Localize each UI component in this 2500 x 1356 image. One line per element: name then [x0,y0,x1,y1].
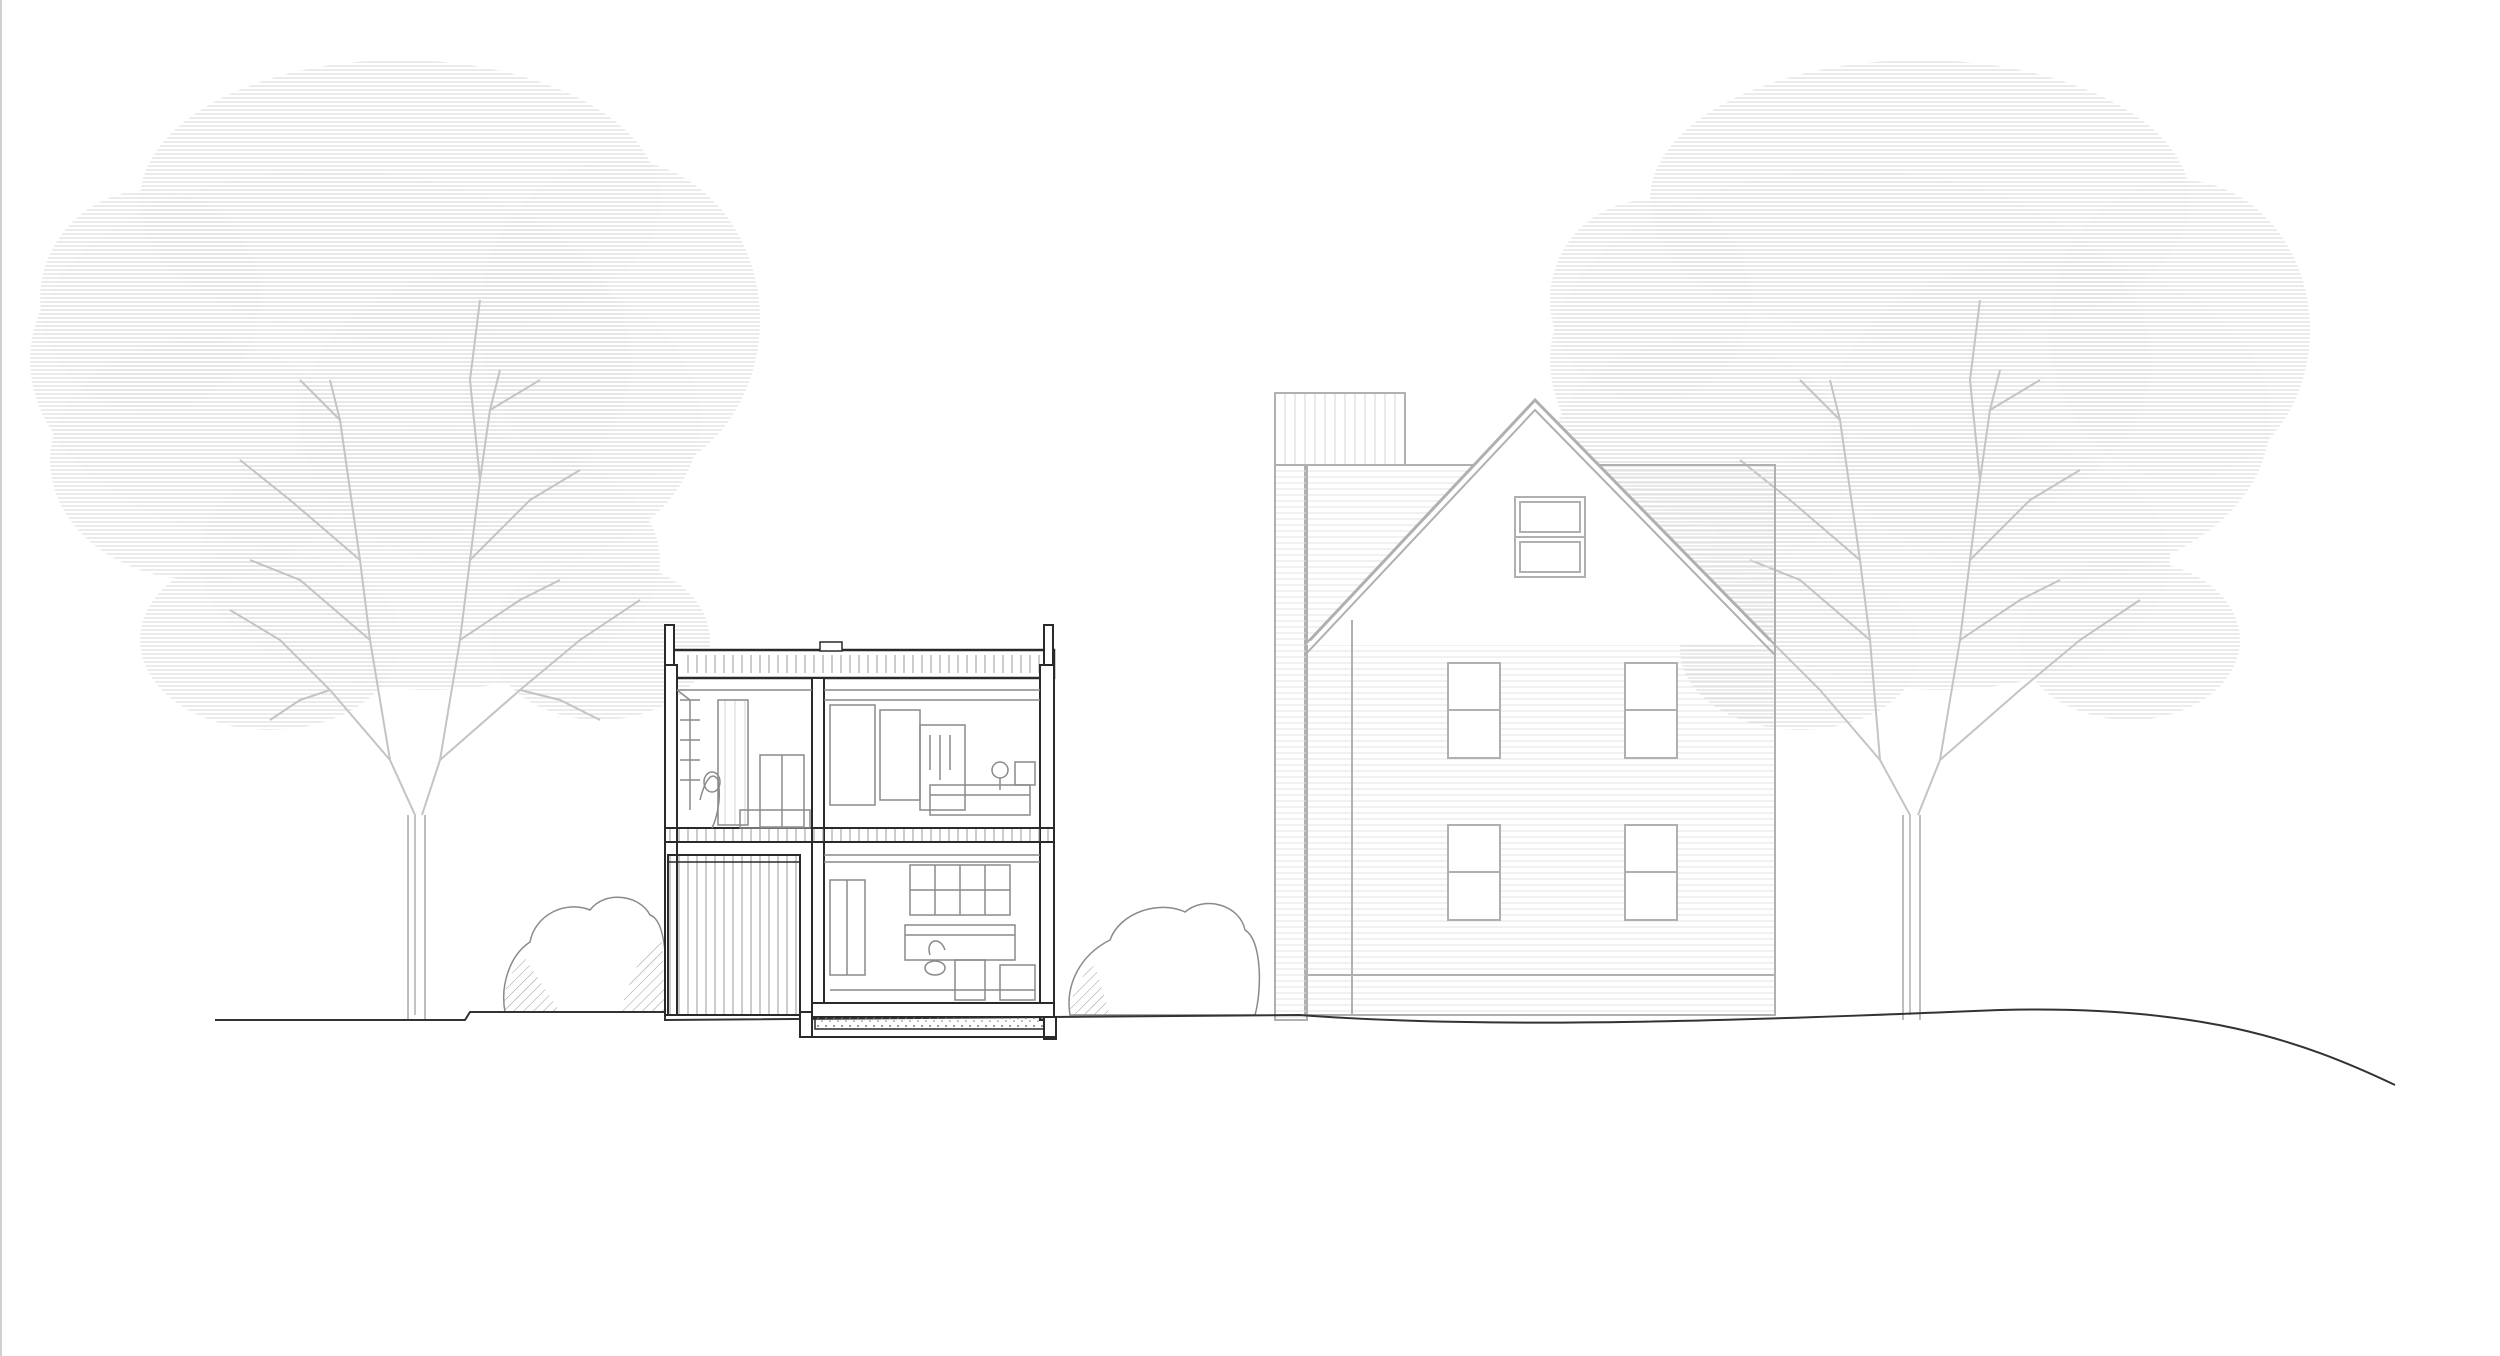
left-parapet [664,624,675,666]
neighbor-house [1274,392,1776,1021]
right-tree-trunk [1902,815,1921,1020]
upper-right-room [824,689,1040,816]
right-tree-branches [1719,299,2141,1015]
sectioned-house [664,624,1057,1040]
left-tree-branches [229,299,641,1015]
left-tree-canopy [30,60,760,730]
neighbor-house-roof-block [1274,392,1406,466]
neighbor-house-rear-wing [1274,464,1308,1021]
roof-vent [819,641,843,652]
left-shrub [503,896,667,1013]
right-shrub [1068,902,1261,1016]
center-wall [811,677,825,1019]
right-parapet [1043,624,1054,666]
upper-floor-slab [664,827,1055,843]
gravel-bed [814,1016,1046,1030]
plant-pot [924,960,946,976]
kitchen-counter [904,924,1016,961]
left-tree-trunk [407,815,426,1020]
ground-slab [811,1002,1055,1018]
neighbor-house-windows [1447,496,1678,921]
left-footing [799,1011,813,1038]
left-tree [30,60,760,1020]
upper-left-room [676,689,812,829]
right-footing [1043,1016,1057,1040]
ground-line [215,1008,2396,1086]
lower-right-room [824,854,1040,1001]
bed [929,784,1031,816]
lower-left-cladding [667,854,801,1016]
